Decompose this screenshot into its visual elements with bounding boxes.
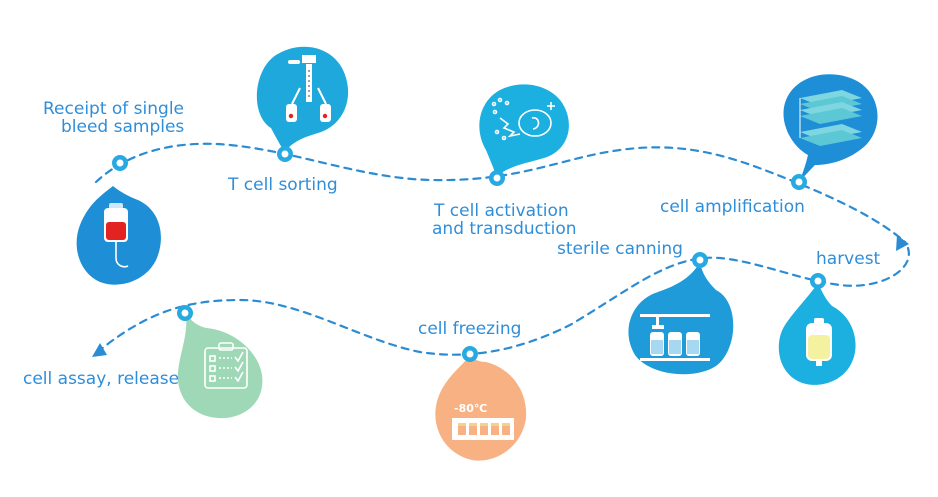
filling-line-icon [640,314,710,361]
checklist-clipboard-icon [204,342,248,389]
label-freezing: cell freezing [418,319,522,339]
label-receipt: Receipt of single bleed samples [43,100,184,137]
label-canning: sterile canning [557,239,683,259]
node-sorting [277,146,293,162]
bubble-activation [479,84,569,177]
bubble-assay [177,314,263,419]
process-path [94,142,910,356]
label-assay-line-1: cell assay, release [23,369,180,389]
node-freezing [462,346,478,362]
label-sorting: T cell sorting [228,175,338,195]
label-canning-line-1: sterile canning [557,239,683,259]
cell-sorter-icon [286,55,331,122]
node-receipt [112,155,128,171]
label-activation-line-1: T cell activation [434,201,569,221]
node-assay [177,305,193,321]
bubble-amplification [783,74,878,180]
label-amplification-line-1: cell amplification [660,197,805,217]
node-harvest [810,273,826,289]
label-receipt-line-2: bleed samples [61,117,185,138]
label-amplification: cell amplification [660,197,805,217]
label-harvest-line-1: harvest [816,249,881,269]
label-activation: T cell activation and transduction [432,202,577,239]
process-path-upper [94,142,907,244]
path-nodes [112,146,826,362]
blood-bag-icon [104,203,129,268]
t-cell-activation-icon [491,97,555,141]
label-receipt-line-1: Receipt of single [43,99,185,119]
freezer-rack-icon [452,418,514,440]
bubble-canning [628,262,734,375]
label-activation-line-2: and transduction [432,219,577,240]
bubble-receipt [76,186,161,285]
label-freezing-line-1: cell freezing [418,319,522,339]
freezer-temperature: -80℃ [454,402,487,415]
label-harvest: harvest [816,249,881,269]
culture-flask-stack-icon [799,90,862,146]
label-assay: cell assay, release [23,369,180,389]
node-amplification [791,174,807,190]
bubble-harvest [778,283,856,385]
label-sorting-line-1: T cell sorting [228,175,338,195]
arrowhead-right [896,235,909,251]
harvest-bag-icon [806,318,832,366]
node-activation [489,170,505,186]
arrowhead-left [92,343,107,357]
bubble-freezing: -80℃ [435,356,527,461]
bubble-sorting [256,46,349,153]
process-path-lower [98,246,910,356]
node-canning [692,252,708,268]
